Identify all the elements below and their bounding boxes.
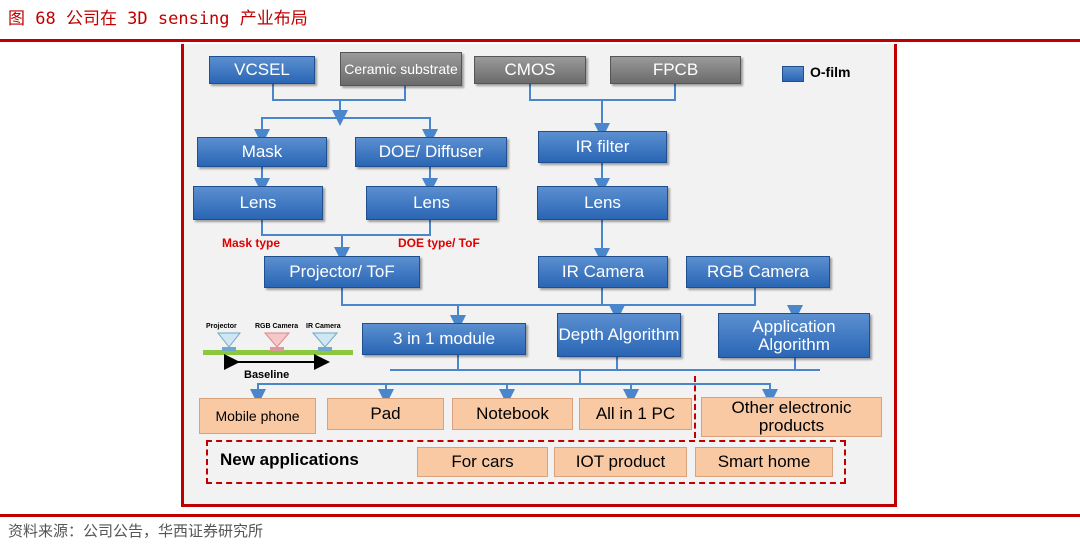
schematic-baseline-label: Baseline <box>244 369 290 381</box>
node-vcsel: VCSEL <box>209 56 315 84</box>
node-fpcb: FPCB <box>610 56 741 84</box>
source-note: 资料来源：公司公告，华西证券研究所 <box>8 522 264 540</box>
new-applications-group <box>206 440 846 484</box>
node-depth-algorithm: Depth Algorithm <box>557 313 681 357</box>
node-ir-filter: IR filter <box>538 131 667 163</box>
new-app-iot-product: IOT product <box>554 447 687 477</box>
node-lens-ir: Lens <box>537 186 668 220</box>
new-app-for-cars: For cars <box>417 447 548 477</box>
label-mask-type: Mask type <box>222 236 281 250</box>
new-applications-title: New applications <box>220 450 359 469</box>
separator-dashed <box>694 376 696 438</box>
top-rule <box>0 39 1080 42</box>
node-application-algorithm: Application Algorithm <box>718 313 870 358</box>
label-doe-type: DOE type/ ToF <box>398 236 480 250</box>
node-mask: Mask <box>197 137 327 167</box>
node-rgb-camera: RGB Camera <box>686 256 830 288</box>
legend-swatch <box>782 66 804 82</box>
schematic-rgb-label: RGB Camera <box>255 323 299 330</box>
node-lens-doe: Lens <box>366 186 497 220</box>
schematic-illustration <box>203 332 353 370</box>
node-ir-camera: IR Camera <box>538 256 668 288</box>
node-projector-tof: Projector/ ToF <box>264 256 420 288</box>
node-cmos: CMOS <box>474 56 586 84</box>
product-mobile-phone: Mobile phone <box>199 398 316 434</box>
product-other-electronic: Other electronic products <box>701 397 882 437</box>
node-3-in-1-module: 3 in 1 module <box>362 323 526 355</box>
legend-label: O-film <box>810 64 851 80</box>
node-lens-mask: Lens <box>193 186 323 220</box>
node-ceramic-substrate: Ceramic substrate <box>340 52 462 86</box>
figure-caption: 图 68 公司在 3D sensing 产业布局 <box>8 9 308 29</box>
product-notebook: Notebook <box>452 398 573 430</box>
product-pad: Pad <box>327 398 444 430</box>
bottom-rule <box>0 514 1080 517</box>
schematic-projector-label: Projector <box>206 323 237 330</box>
schematic-ir-label: IR Camera <box>306 323 341 330</box>
product-all-in-1-pc: All in 1 PC <box>579 398 692 430</box>
new-app-smart-home: Smart home <box>695 447 833 477</box>
node-doe-diffuser: DOE/ Diffuser <box>355 137 507 167</box>
